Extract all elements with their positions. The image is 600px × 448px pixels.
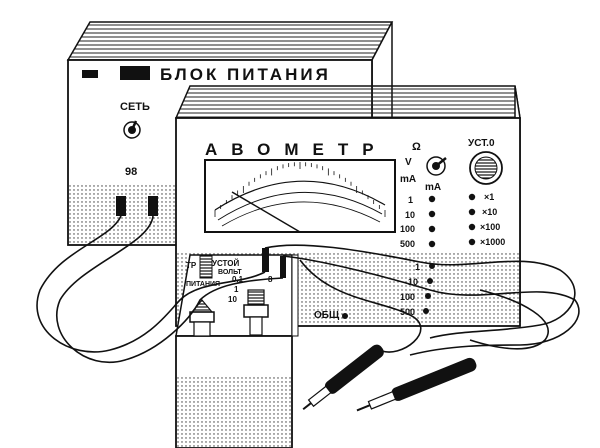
attachment-value-4: 10 bbox=[228, 295, 237, 304]
jack-socket[interactable] bbox=[468, 238, 476, 246]
attachment-value-3: 1 bbox=[234, 285, 239, 294]
mode-ma-label: mA bbox=[400, 174, 416, 185]
ps-title: БЛОК ПИТАНИЯ bbox=[160, 65, 331, 84]
range-jacks-right[interactable] bbox=[468, 193, 476, 246]
jack-socket[interactable] bbox=[468, 208, 476, 216]
range-left-column: 1 10 100 500 bbox=[400, 195, 415, 249]
toggle-switch-icon[interactable] bbox=[123, 120, 141, 139]
jack-socket[interactable] bbox=[427, 278, 433, 284]
attachment-label-top: ТР bbox=[186, 261, 197, 270]
probe-icon-2[interactable] bbox=[354, 356, 478, 417]
jack-socket[interactable] bbox=[423, 308, 429, 314]
attachment-label-mid: УСТОЙ bbox=[212, 259, 239, 268]
range-right-x100: ×100 bbox=[480, 222, 500, 232]
bottom-jacks[interactable] bbox=[423, 263, 435, 314]
range-right-x1: ×1 bbox=[484, 192, 494, 202]
jack-socket[interactable] bbox=[428, 240, 436, 248]
mode-v-label: V bbox=[405, 157, 412, 168]
jack-socket[interactable] bbox=[468, 223, 476, 231]
ps-output-terminal-left[interactable] bbox=[116, 196, 126, 216]
bottom-range-100: 100 bbox=[400, 292, 415, 302]
bottom-range-500: 500 bbox=[400, 307, 415, 317]
range-right-column: ×1 ×10 ×100 ×1000 bbox=[480, 192, 505, 247]
range-jacks-left[interactable] bbox=[428, 195, 436, 248]
ps-output-terminal-right[interactable] bbox=[148, 196, 158, 216]
range-right-x1000: ×1000 bbox=[480, 237, 505, 247]
attachment-plug-1[interactable] bbox=[262, 248, 269, 272]
range-left-500: 500 bbox=[400, 239, 415, 249]
range-right-x10: ×10 bbox=[482, 207, 497, 217]
jack-socket[interactable] bbox=[428, 225, 436, 233]
range-left-10: 10 bbox=[405, 210, 415, 220]
jack-socket[interactable] bbox=[425, 293, 431, 299]
common-jack[interactable] bbox=[342, 313, 348, 319]
cables bbox=[36, 215, 580, 363]
jack-socket[interactable] bbox=[468, 193, 476, 201]
attachment-toggle-icon[interactable] bbox=[199, 255, 213, 279]
attachment-label-mid2: ВОЛЬТ bbox=[218, 269, 242, 276]
ps-logo-plate bbox=[120, 66, 150, 80]
ps-label-mark bbox=[82, 70, 98, 78]
mode-selector[interactable]: Ω V mA mA bbox=[400, 141, 447, 193]
avometer-title: АВОМЕТР bbox=[205, 140, 388, 159]
meter-needle bbox=[231, 191, 301, 233]
meter-ticks bbox=[214, 162, 386, 217]
attachment-plug-2[interactable] bbox=[280, 256, 286, 278]
binding-post-icon-2[interactable] bbox=[243, 289, 269, 336]
probe-icon[interactable] bbox=[299, 342, 386, 415]
knob-icon[interactable]: УСТ.0 bbox=[468, 138, 503, 185]
ps-voltage-label: 98 bbox=[125, 166, 137, 178]
jack-socket[interactable] bbox=[428, 210, 436, 218]
ps-switch-label: СЕТЬ bbox=[120, 101, 150, 113]
range-left-100: 100 bbox=[400, 224, 415, 234]
attachment-unit: ТР УСТОЙ ВОЛЬТ ПИТАНИЯ 0,1 8 1 10 bbox=[175, 248, 299, 448]
attachment-label-power: ПИТАНИЯ bbox=[186, 281, 220, 288]
mode-ohm-label: Ω bbox=[412, 141, 421, 153]
range-left-1: 1 bbox=[408, 195, 413, 205]
common-label: ОБЩ bbox=[314, 310, 340, 321]
bottom-range-10: 10 bbox=[408, 277, 418, 287]
jack-socket[interactable] bbox=[428, 195, 436, 203]
bottom-range-1: 1 bbox=[415, 262, 420, 272]
binding-post-icon[interactable] bbox=[189, 299, 215, 337]
meter-dial bbox=[204, 159, 396, 233]
zero-adjust-label: УСТ.0 bbox=[468, 138, 495, 149]
mode-ma-label-2: mA bbox=[425, 182, 441, 193]
bottom-range-column: 1 10 100 500 bbox=[400, 262, 420, 317]
